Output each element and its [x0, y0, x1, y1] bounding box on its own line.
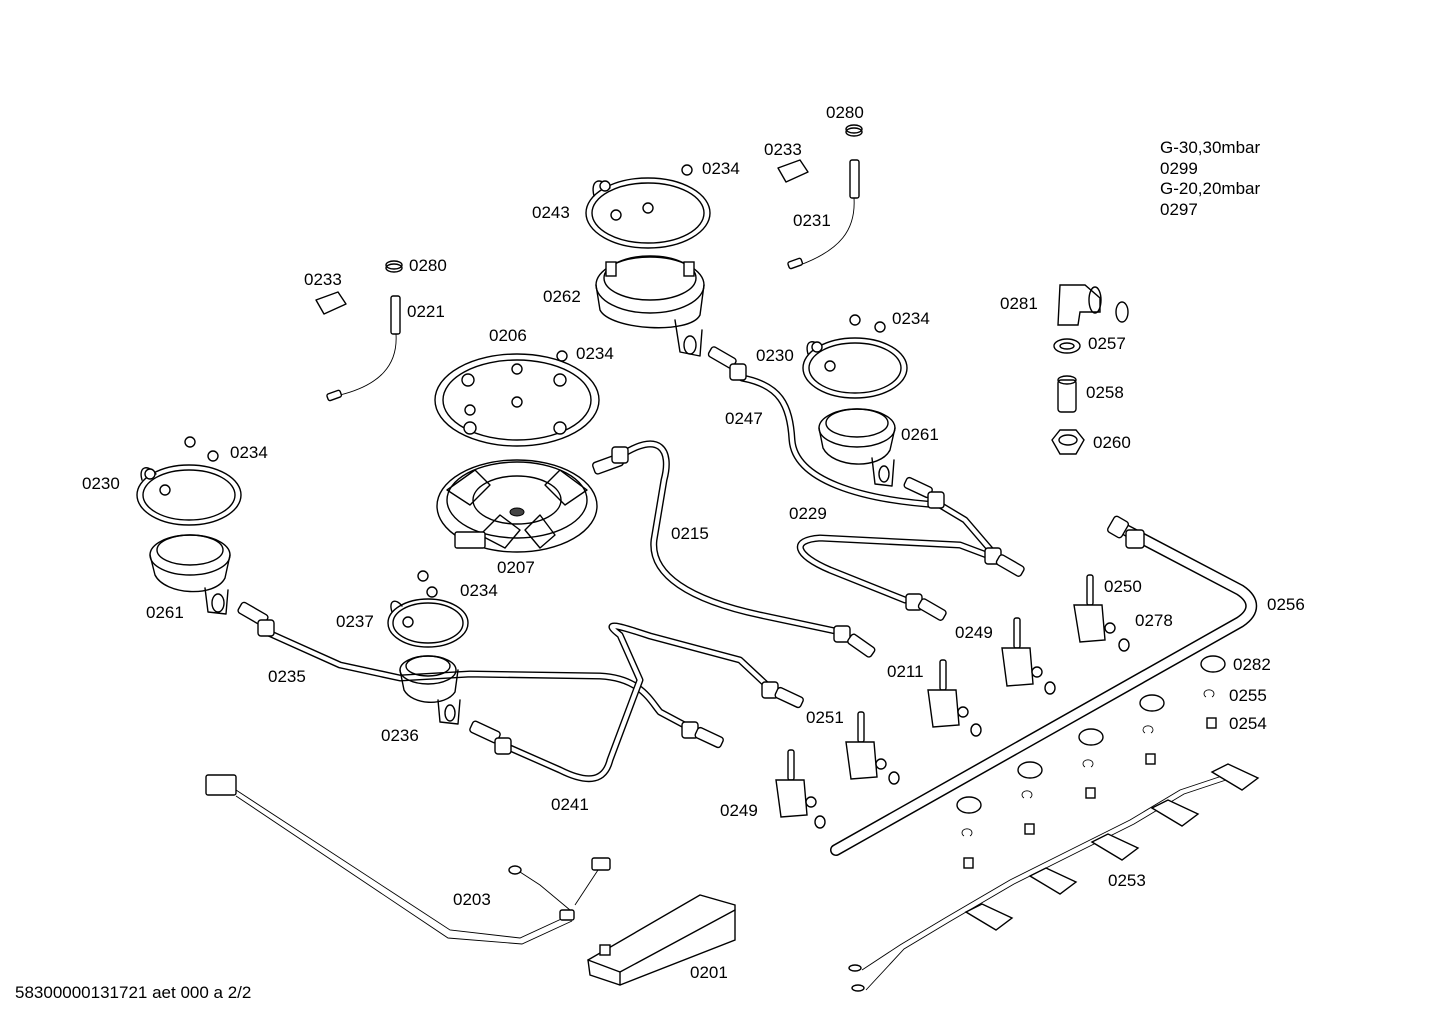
gas-note-line: G-20,20mbar — [1160, 179, 1260, 198]
burner-body-0262 — [595, 255, 705, 357]
part-label: 0253 — [1108, 871, 1146, 890]
part-label: 0234 — [460, 581, 498, 600]
part-label: 0260 — [1093, 433, 1131, 452]
part-label: 0233 — [304, 270, 342, 289]
burner-gasket-0243 — [585, 164, 711, 249]
thermocouple-parts — [848, 655, 1260, 992]
part-label: 0215 — [671, 524, 709, 543]
part-label: 0247 — [725, 409, 763, 428]
burner-gasket-0237 — [387, 570, 469, 648]
gas-note-line: G-30,30mbar — [1160, 138, 1260, 157]
part-labels: 0280 0233 0234 0243 0231 0233 0280 0221 … — [82, 103, 1305, 982]
part-label: 0257 — [1088, 334, 1126, 353]
part-label: 0250 — [1104, 577, 1142, 596]
part-label: 0234 — [230, 443, 268, 462]
valve-0250 — [1073, 574, 1130, 652]
burner-body-0236 — [399, 655, 461, 725]
burner-gasket-0230-right — [802, 314, 908, 399]
part-label: 0261 — [901, 425, 939, 444]
burner-body-0261-right — [818, 408, 896, 487]
part-label: 0236 — [381, 726, 419, 745]
part-label: 0221 — [407, 302, 445, 321]
thermocouple-harness-0253 — [848, 763, 1260, 992]
part-label: 0258 — [1086, 383, 1124, 402]
part-label: 0211 — [887, 662, 924, 681]
burner-gasket-0230-left — [136, 436, 242, 526]
document-id-footer: 58300000131721 aet 000 a 2/2 — [15, 983, 251, 1002]
electrode-0221 — [315, 260, 403, 402]
burner-body-0207 — [436, 459, 598, 553]
part-label: 0280 — [826, 103, 864, 122]
part-label: 0235 — [268, 667, 306, 686]
valve-0211 — [927, 659, 982, 737]
part-label: 0281 — [1000, 294, 1038, 313]
part-label: 0255 — [1229, 686, 1267, 705]
part-label: 0230 — [82, 474, 120, 493]
part-label: 0230 — [756, 346, 794, 365]
part-label: 0234 — [702, 159, 740, 178]
part-label: 0261 — [146, 603, 184, 622]
ignition-module-0201 — [587, 894, 736, 986]
gas-note-line: 0297 — [1160, 200, 1198, 219]
part-label: 0237 — [336, 612, 374, 631]
part-label: 0229 — [789, 504, 827, 523]
part-label: 0256 — [1267, 595, 1305, 614]
part-label: 0241 — [551, 795, 589, 814]
valve-0249-upper — [1001, 617, 1056, 695]
gas-tubes — [258, 374, 1258, 856]
part-label: 0280 — [409, 256, 447, 275]
part-label: 0282 — [1233, 655, 1271, 674]
fitting-parts-right — [1051, 284, 1129, 455]
part-label: 0207 — [497, 558, 535, 577]
part-label: 0233 — [764, 140, 802, 159]
wiring-harness-0203 — [205, 774, 611, 945]
part-label: 0231 — [793, 211, 831, 230]
part-label: 0254 — [1229, 714, 1267, 733]
part-label: 0249 — [720, 801, 758, 820]
valve-0251 — [845, 711, 900, 785]
part-label: 0243 — [532, 203, 570, 222]
gas-note-line: 0299 — [1160, 159, 1198, 178]
part-label: 0201 — [690, 963, 728, 982]
part-label: 0278 — [1135, 611, 1173, 630]
valve-0249-lower — [775, 749, 826, 829]
part-label: 0249 — [955, 623, 993, 642]
part-label: 0262 — [543, 287, 581, 306]
burner-gasket-0206 — [434, 350, 600, 447]
part-label: 0234 — [576, 344, 614, 363]
gas-type-notes: G-30,30mbar 0299 G-20,20mbar 0297 — [1160, 138, 1260, 219]
burner-body-0261-left — [149, 534, 231, 615]
part-label: 0234 — [892, 309, 930, 328]
gas-valves — [775, 574, 1130, 829]
electrode-0231 — [777, 124, 863, 270]
tube-nuts — [237, 346, 1145, 755]
part-label: 0206 — [489, 326, 527, 345]
part-label: 0251 — [806, 708, 844, 727]
part-label: 0203 — [453, 890, 491, 909]
